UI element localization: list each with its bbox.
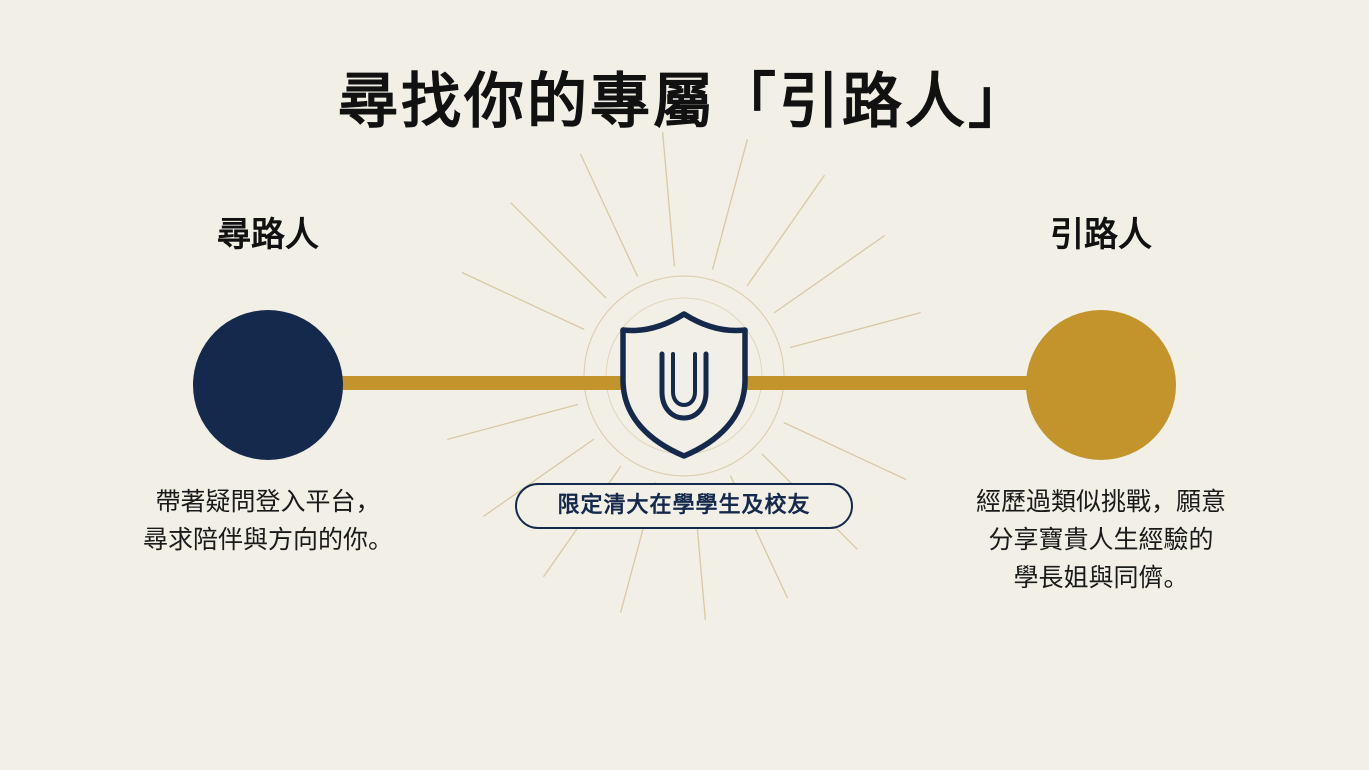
eligibility-badge: 限定清大在學學生及校友 (515, 483, 853, 529)
sunburst-ray (790, 311, 921, 349)
sunburst-ray (773, 234, 886, 314)
page-title: 尋找你的專屬「引路人」 (338, 67, 1031, 137)
sunburst-ray (579, 153, 639, 277)
guide-description: 經歷過類似挑戰，願意 分享寶貴人生經驗的 學長姐與同儕。 (921, 483, 1281, 597)
guide-circle (1026, 310, 1176, 460)
sunburst-ray (746, 174, 826, 287)
connector-line-right (740, 376, 1070, 390)
seeker-label: 尋路人 (217, 215, 319, 255)
sunburst-ray (783, 421, 907, 481)
sunburst-ray (482, 438, 595, 518)
seeker-description: 帶著疑問登入平台， 尋求陪伴與方向的你。 (88, 483, 448, 559)
guide-description-line: 經歷過類似挑戰，願意 (975, 487, 1226, 516)
guide-description-line: 學長姐與同儕。 (1013, 563, 1189, 592)
seeker-description-line: 尋求陪伴與方向的你。 (142, 525, 393, 554)
seeker-circle (193, 310, 343, 460)
guide-description-line: 分享寶貴人生經驗的 (988, 525, 1214, 554)
sunburst-ray (510, 202, 607, 299)
sunburst-ray (447, 403, 578, 441)
sunburst-ray (711, 139, 749, 270)
shield-u-icon (620, 311, 748, 459)
guide-label: 引路人 (1050, 215, 1152, 255)
connector-line-left (300, 376, 630, 390)
sunburst-ray (661, 131, 676, 267)
seeker-description-line: 帶著疑問登入平台， (155, 487, 381, 516)
sunburst-ray (461, 271, 585, 331)
